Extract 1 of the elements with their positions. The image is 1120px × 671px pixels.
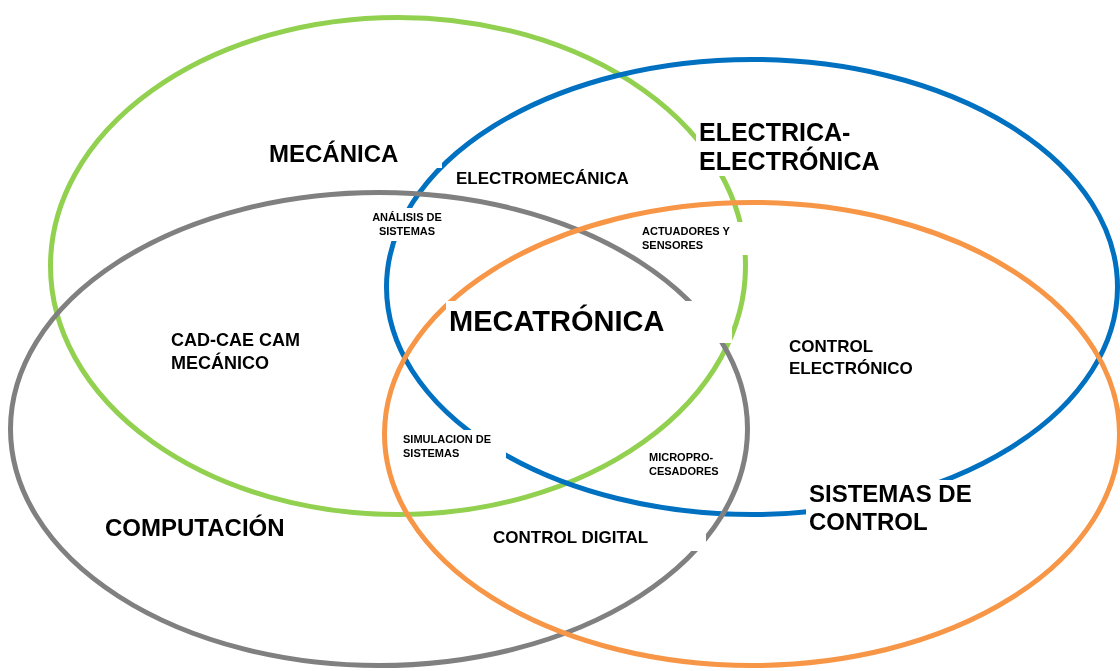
region-label: MECATRÓNICA (446, 301, 732, 343)
